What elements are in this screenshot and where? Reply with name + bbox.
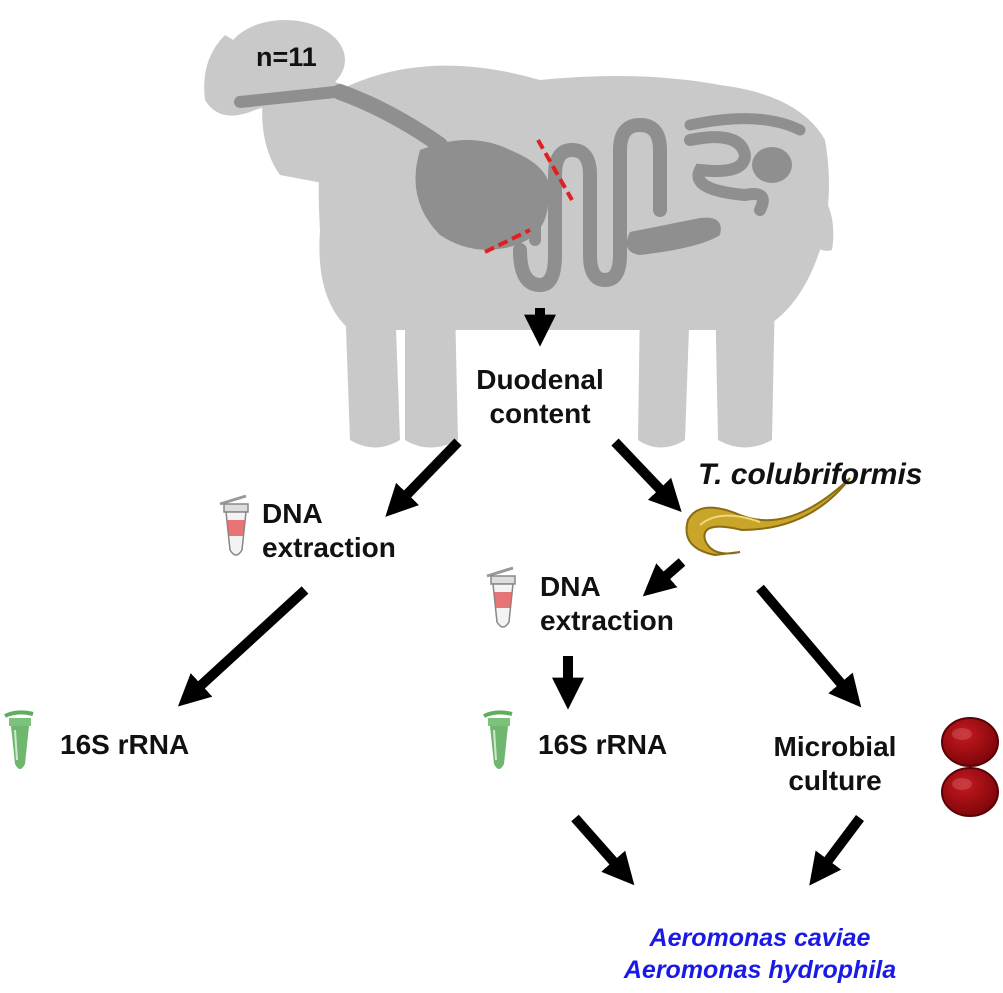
- dna-left-line-1: DNA: [262, 498, 323, 529]
- nematode-label: T. colubriformis: [698, 458, 923, 491]
- pcr-tube-icon: [4, 710, 34, 769]
- culture-line-1: Microbial: [773, 731, 897, 762]
- intestine-icon: [234, 84, 806, 293]
- microtube-icon: [219, 494, 249, 556]
- microbial-culture-label: Microbial culture: [735, 730, 935, 798]
- duodenal-content-label: Duodenal content: [440, 363, 640, 431]
- arrow-content-to-dna-left: [385, 438, 462, 517]
- arrow-rrna-to-species: [571, 814, 635, 886]
- species-1: Aeromonas caviae: [649, 924, 871, 952]
- petri-dish-icon: [941, 767, 999, 817]
- sheep-silhouette-icon: [204, 20, 834, 448]
- arrow-content-to-worm: [611, 438, 682, 512]
- workflow-arrows: [177, 308, 864, 886]
- dna-extraction-right-label: DNA extraction: [540, 570, 674, 638]
- arrow-dna-left-to-rrna: [177, 586, 309, 707]
- microtube-icon: [486, 566, 516, 628]
- arrow-worm-to-culture: [756, 584, 862, 708]
- culture-line-2: culture: [788, 765, 882, 796]
- pcr-tube-icon: [483, 710, 513, 769]
- dna-left-line-2: extraction: [262, 532, 396, 563]
- rrna-left-label: 16S rRNA: [60, 729, 190, 760]
- dna-extraction-left-label: DNA extraction: [262, 497, 396, 565]
- duodenal-line-1: Duodenal: [476, 364, 604, 395]
- petri-dish-icon: [941, 717, 999, 767]
- worm-icon: [685, 477, 851, 557]
- rrna-right-label: 16S rRNA: [538, 729, 668, 760]
- arrow-worm-to-dna-right: [642, 558, 686, 597]
- arrow-culture-to-species: [809, 815, 864, 886]
- dna-right-line-2: extraction: [540, 605, 674, 636]
- sample-size-label: n=11: [256, 42, 317, 72]
- duodenal-line-2: content: [489, 398, 591, 429]
- species-2: Aeromonas hydrophila: [623, 956, 897, 984]
- species-result-label: Aeromonas caviae Aeromonas hydrophila: [570, 922, 950, 986]
- dna-right-line-1: DNA: [540, 571, 601, 602]
- duodenum-cut-lines: [484, 139, 574, 254]
